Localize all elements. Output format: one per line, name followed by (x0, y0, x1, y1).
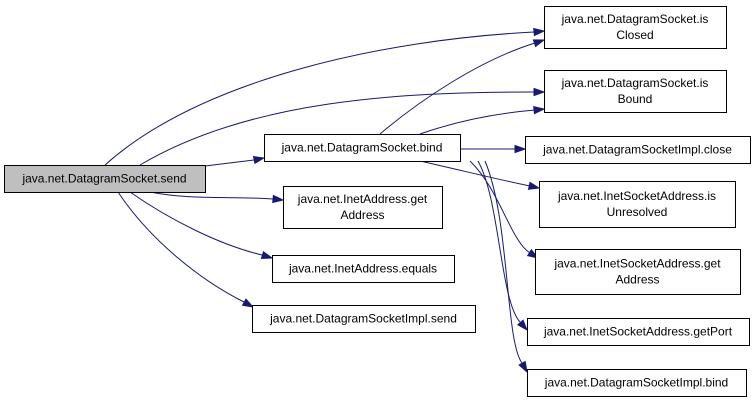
node-label: Closed (616, 28, 653, 42)
node-impl-send[interactable]: java.net.DatagramSocketImpl.send (252, 305, 476, 333)
arrowhead-icon (516, 319, 528, 332)
node-label: java.net.InetAddress.get (297, 192, 428, 206)
edge-bind-to-is_bound (419, 105, 546, 135)
arrowhead-icon (527, 181, 541, 190)
node-box[interactable] (252, 305, 476, 333)
node-box[interactable] (525, 136, 751, 164)
arrowhead-icon (272, 194, 285, 204)
node-bind[interactable]: java.net.DatagramSocket.bind (264, 134, 461, 162)
node-label: java.net.DatagramSocketImpl.bind (544, 376, 728, 390)
edge-bind-to-impl_bind (484, 160, 528, 374)
arrowhead-icon (241, 298, 255, 308)
node-box[interactable] (283, 186, 443, 229)
node-box[interactable] (544, 6, 727, 49)
edge-send-to-is_closed (104, 27, 546, 166)
edge-bind-to-is_closed (379, 39, 546, 135)
edge-line (204, 159, 255, 167)
node-box[interactable] (539, 181, 736, 228)
node-label: java.net.DatagramSocket.is (561, 12, 709, 26)
node-box[interactable] (535, 249, 741, 295)
node-impl-bind[interactable]: java.net.DatagramSocketImpl.bind (527, 369, 747, 397)
edge-line (477, 160, 521, 323)
arrowhead-icon (533, 87, 546, 97)
arrowhead-icon (260, 250, 274, 260)
node-box[interactable] (264, 134, 461, 162)
node-label: Unresolved (607, 205, 668, 219)
edge-send-to-impl_send (117, 191, 255, 308)
arrowhead-icon (533, 105, 546, 115)
nodes-layer: java.net.DatagramSocket.send java.net.Dat… (4, 6, 751, 397)
node-label: Address (615, 273, 659, 287)
node-label: java.net.DatagramSocket.bind (281, 141, 443, 155)
node-label: java.net.DatagramSocket.send (21, 172, 186, 186)
edge-bind-to-isa_getaddress (469, 160, 540, 259)
edges-layer (104, 27, 546, 374)
edge-line (117, 191, 245, 303)
edge-bind-to-isa_unresolved (419, 160, 541, 190)
edge-line (419, 160, 531, 187)
arrowhead-icon (532, 39, 546, 48)
edge-send-to-is_bound (139, 87, 546, 166)
edge-line (104, 31, 535, 166)
node-label: java.net.InetSocketAddress.get (553, 257, 721, 271)
node-label: java.net.InetSocketAddress.is (557, 189, 716, 203)
edge-bind-to-isa_getport (477, 160, 528, 332)
edge-bind-to-impl_close (459, 144, 527, 154)
node-inet-equals[interactable]: java.net.InetAddress.equals (272, 255, 455, 283)
node-box[interactable] (4, 165, 206, 193)
node-label: java.net.DatagramSocketImpl.send (269, 312, 457, 326)
node-label: java.net.InetSocketAddress.getPort (543, 325, 733, 339)
edge-send-to-inet_getaddress (149, 191, 285, 204)
node-isa-getport[interactable]: java.net.InetSocketAddress.getPort (527, 318, 750, 346)
arrowhead-icon (533, 27, 546, 37)
edge-line (379, 42, 536, 135)
node-label: Bound (618, 92, 653, 106)
node-label: Address (340, 208, 384, 222)
node-box[interactable] (527, 318, 750, 346)
node-label: java.net.InetAddress.equals (288, 262, 437, 276)
edge-send-to-bind (204, 155, 266, 167)
edge-line (149, 191, 274, 200)
arrowhead-icon (252, 155, 266, 165)
node-box[interactable] (527, 369, 747, 397)
edge-line (484, 160, 523, 364)
node-box[interactable] (272, 255, 455, 283)
node-label: java.net.DatagramSocket.is (561, 76, 709, 90)
node-impl-close[interactable]: java.net.DatagramSocketImpl.close (525, 136, 751, 164)
edge-line (469, 160, 531, 254)
arrowhead-icon (518, 360, 528, 374)
node-box[interactable] (544, 70, 727, 113)
node-send[interactable]: java.net.DatagramSocket.send (4, 165, 206, 193)
edge-send-to-inet_equals (129, 191, 274, 260)
edge-line (419, 109, 536, 135)
edge-line (129, 191, 263, 256)
arrowhead-icon (514, 144, 527, 154)
node-label: java.net.DatagramSocketImpl.close (542, 143, 732, 157)
edge-line (139, 91, 535, 166)
